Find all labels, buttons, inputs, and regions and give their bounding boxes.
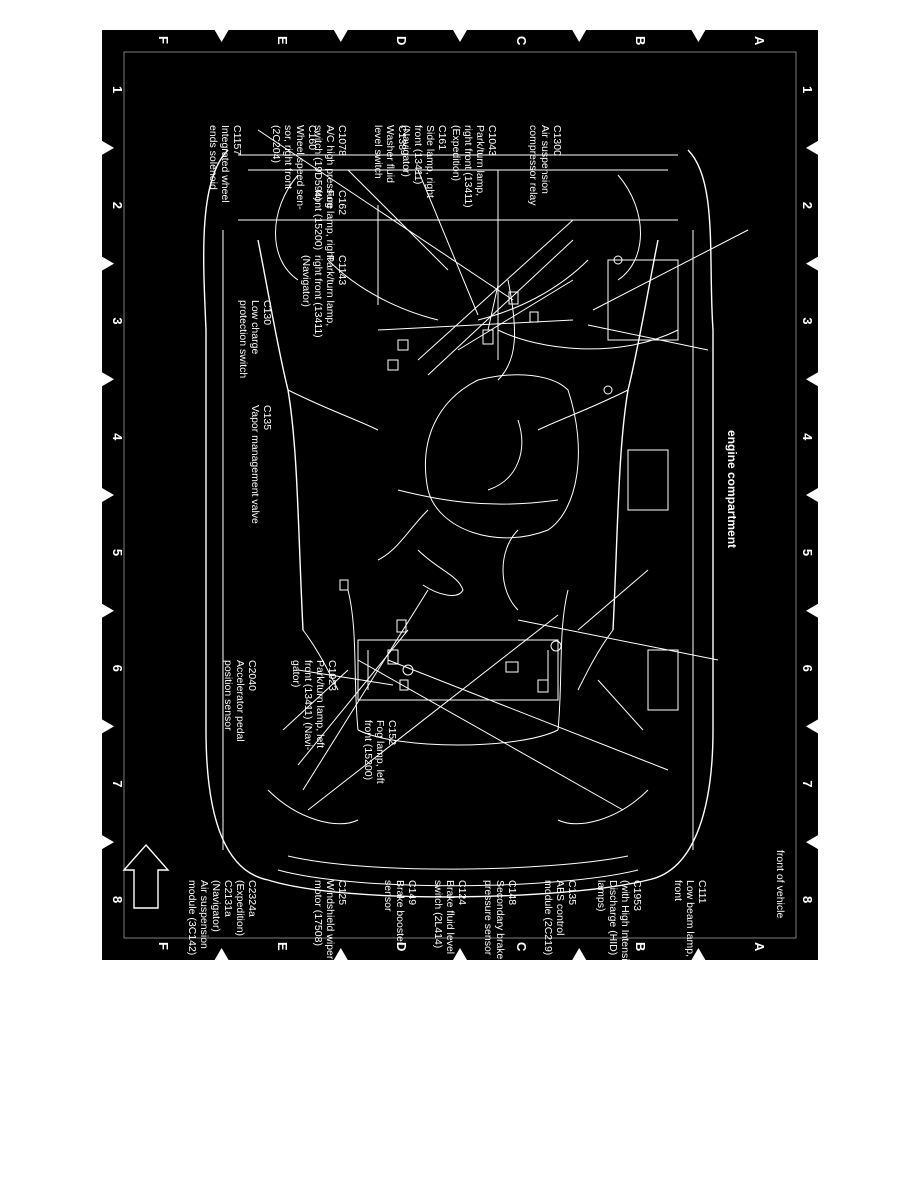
label-c124: C124 Brake fluid level switch (2L414) <box>432 880 468 955</box>
marker-top-1 <box>806 256 818 271</box>
label-c130: C130 Low charge protection switch <box>237 300 273 379</box>
label-c125: C125 Windshield wiper motor (17508) <box>312 880 348 960</box>
marker-right-1 <box>572 948 587 960</box>
label-c1300: C1300 Air suspension compressor relay <box>527 125 563 206</box>
grid-row-left-D: D <box>394 36 410 46</box>
grid-column-bottom-6: 6 <box>110 664 125 672</box>
marker-right-2 <box>453 948 467 960</box>
grid-row-left-E: E <box>275 36 291 45</box>
label-c149: C149 Brake booster sensor <box>382 880 418 946</box>
marker-left-3 <box>333 30 348 42</box>
grid-column-top-1: 1 <box>800 86 815 94</box>
grid-column-bottom-7: 7 <box>110 780 125 788</box>
label-c135-vapor: C135 Vapor management valve <box>249 405 273 524</box>
zone-markers <box>102 30 818 960</box>
grid-row-right-A: A <box>752 942 767 952</box>
marker-top-6 <box>806 835 818 850</box>
marker-left-4 <box>214 30 229 42</box>
label-c148: C148 Secondary brake pressure sensor <box>482 880 518 960</box>
grid-row-left-F: F <box>156 36 171 44</box>
grid-column-bottom-2: 2 <box>110 201 125 209</box>
label-c1043: C1043 Park/turn lamp, right front (13411… <box>450 125 498 208</box>
grid-row-right-E: E <box>275 942 291 951</box>
grid-row-left-B: B <box>632 36 648 46</box>
marker-top-0 <box>806 140 818 155</box>
marker-right-0 <box>691 948 706 960</box>
grid-column-bottom-8: 8 <box>110 896 125 904</box>
marker-left-0 <box>691 30 706 42</box>
diagram-title: engine compartment <box>725 430 739 549</box>
grid-row-left-A: A <box>752 36 767 46</box>
grid-column-top-5: 5 <box>800 548 815 557</box>
grid-column-top-4: 4 <box>800 433 815 441</box>
marker-bottom-3 <box>102 488 114 502</box>
wiring-harness <box>257 239 659 746</box>
marker-top-2 <box>806 372 818 387</box>
label-c1023: C1023 Park/turn lamp, left front (13411)… <box>290 660 338 751</box>
grid-column-bottom-1: 1 <box>110 86 125 94</box>
marker-left-1 <box>572 30 587 42</box>
marker-top-3 <box>806 488 818 502</box>
leader-lines <box>257 129 749 811</box>
grid-column-bottom-3: 3 <box>110 317 125 325</box>
grid-row-left-C: C <box>513 36 529 46</box>
marker-bottom-2 <box>102 372 114 387</box>
label-c161: C161 Side lamp, right front (13411) (Nav… <box>400 125 448 198</box>
marker-top-5 <box>806 719 818 734</box>
grid-column-top-7: 7 <box>800 780 815 788</box>
grid-column-bottom-4: 4 <box>110 433 125 441</box>
label-c162: C162 Fog lamp, right front (15200) <box>312 190 348 261</box>
marker-right-3 <box>333 948 348 960</box>
marker-bottom-1 <box>102 256 114 271</box>
marker-bottom-5 <box>102 719 114 734</box>
marker-bottom-4 <box>102 603 114 618</box>
marker-bottom-0 <box>102 140 114 155</box>
grid-column-top-3: 3 <box>800 317 815 325</box>
zone-border <box>123 51 797 939</box>
label-c2324a: C2324a (Expedition) C2131a (Navigator) A… <box>186 880 258 956</box>
marker-top-4 <box>806 603 818 618</box>
label-c2040: C2040 Accelerator pedal position sensor <box>222 660 258 742</box>
marker-right-4 <box>214 948 229 960</box>
marker-left-2 <box>453 30 467 42</box>
label-c1953: C1953 (with High Intensity Discharge (HI… <box>595 880 643 969</box>
grid-column-top-8: 8 <box>800 896 815 904</box>
grid-column-top-6: 6 <box>800 664 815 672</box>
grid-column-top-2: 2 <box>800 201 815 209</box>
front-direction-arrow-icon <box>122 843 170 909</box>
label-c160: C160 Wheel speed sen- sor, right front (… <box>270 125 318 210</box>
front-of-vehicle-label: front of vehicle <box>774 850 786 919</box>
label-c152: C152 Fog lamp, left front (15200) <box>362 720 398 784</box>
marker-bottom-6 <box>102 835 114 850</box>
label-c135-abs: C135 ABS control module (2C219) <box>542 880 578 956</box>
vehicle-outline <box>203 149 714 898</box>
grid-row-right-F: F <box>156 942 171 950</box>
label-c1157: C1157 Integrated wheel ends solenoid <box>207 125 243 203</box>
label-c111: C111 Low beam lamp, left front <box>672 880 708 974</box>
grid-column-bottom-5: 5 <box>110 548 125 557</box>
diagram-artwork <box>102 30 818 960</box>
label-c1143: C1143 Park/turn lamp, right front (13411… <box>300 255 348 338</box>
